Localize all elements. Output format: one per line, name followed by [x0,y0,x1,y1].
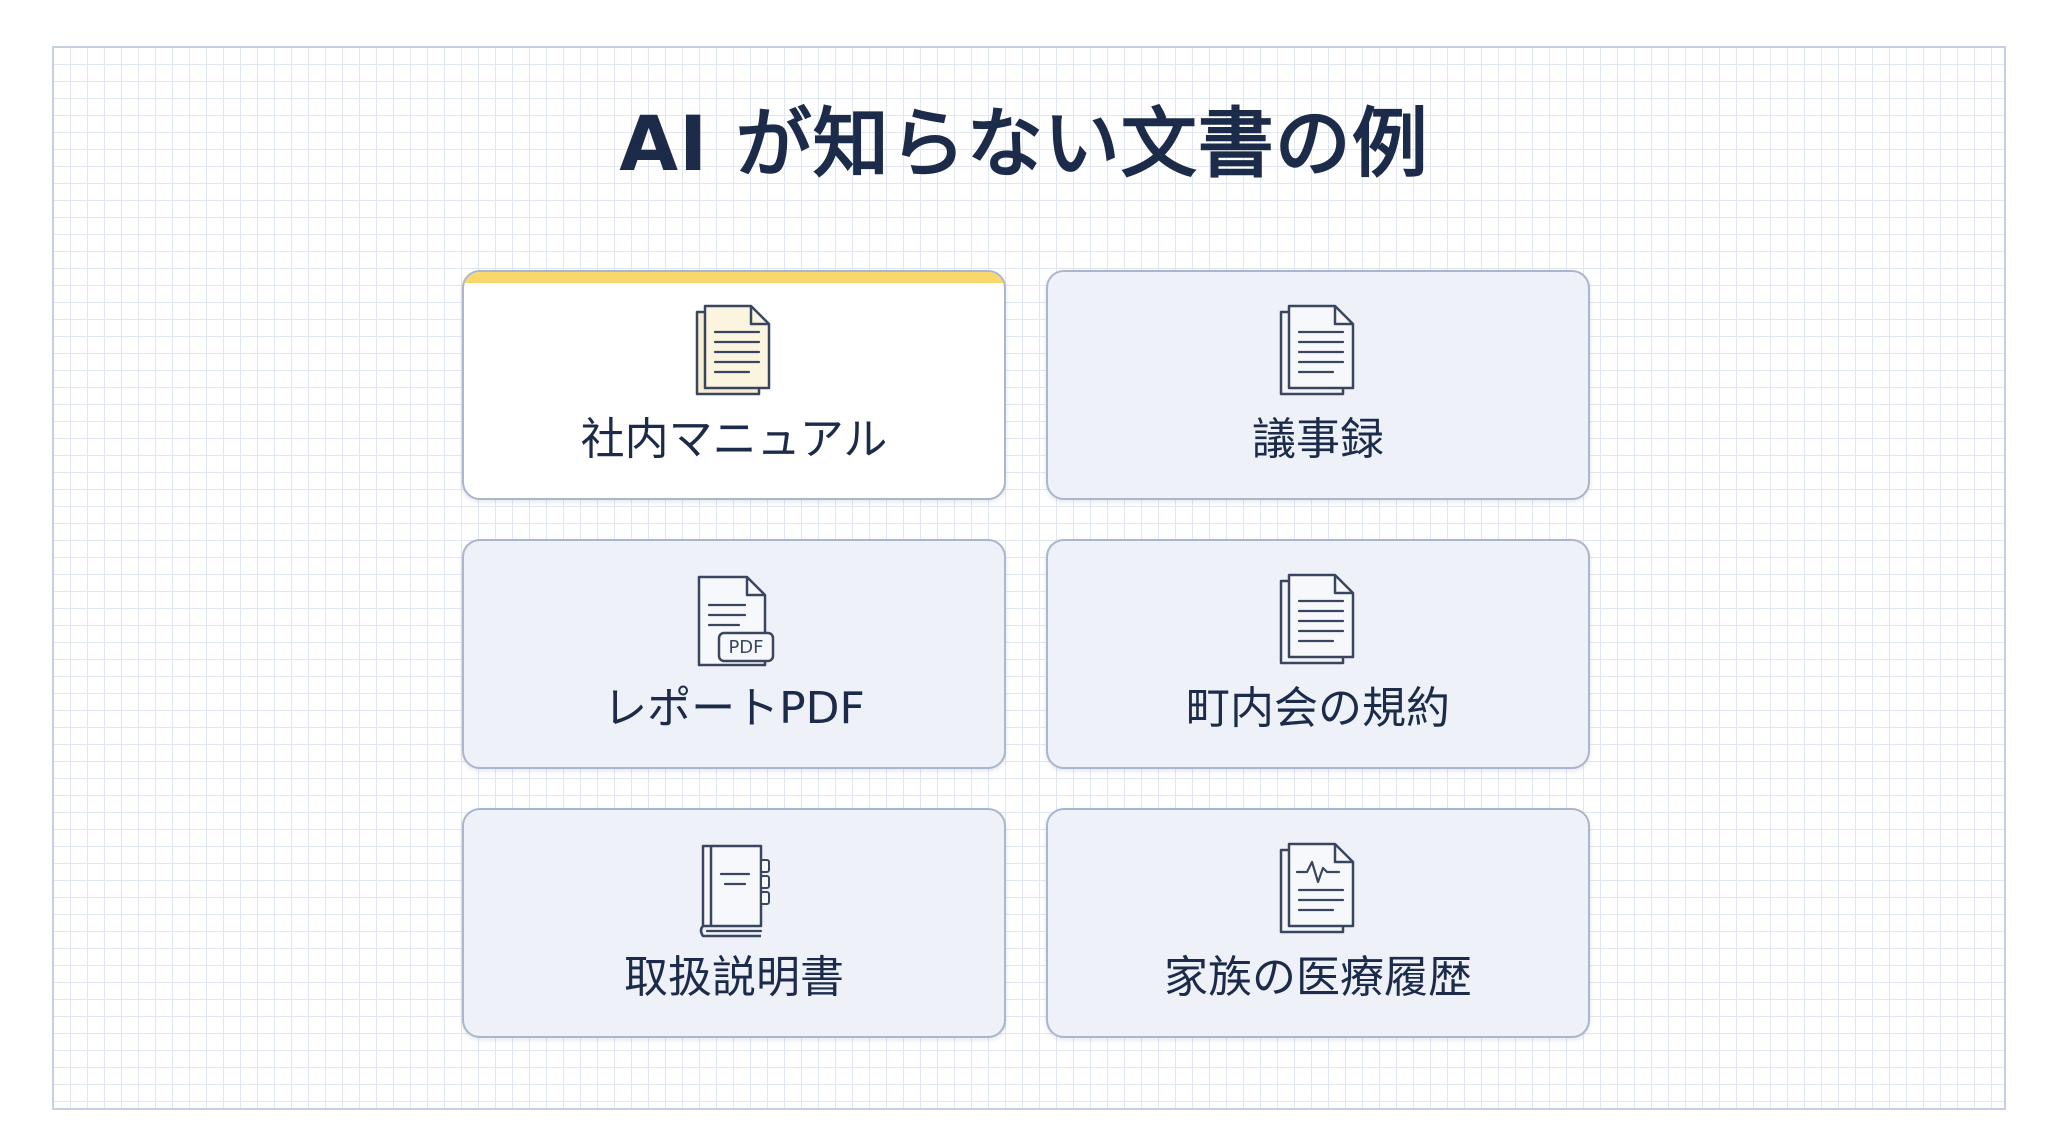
card-label: レポートPDF [603,683,865,734]
card-label: 家族の医療履歴 [1164,952,1472,1003]
card-label: 取扱説明書 [624,952,844,1003]
card-label: 議事録 [1252,414,1384,465]
stacked-document-icon [1273,573,1363,673]
card-label: 社内マニュアル [580,414,888,465]
manual-book-icon [689,842,779,942]
card-instruction-manual[interactable]: 取扱説明書 [462,808,1006,1038]
pdf-badge-text: PDF [728,637,763,658]
medical-record-icon [1273,842,1363,942]
card-family-medical-history[interactable]: 家族の医療履歴 [1046,808,1590,1038]
card-internal-manual[interactable]: 社内マニュアル [462,270,1006,500]
card-minutes[interactable]: 議事録 [1046,270,1590,500]
pdf-document-icon: PDF [689,573,779,673]
stacked-document-icon [689,304,779,404]
grid-background [52,46,2006,1110]
page-title: AI が知らない文書の例 [619,99,1429,188]
stacked-document-icon [1273,304,1363,404]
card-report-pdf[interactable]: PDF レポートPDF [462,539,1006,769]
card-label: 町内会の規約 [1186,683,1450,734]
card-neighborhood-rules[interactable]: 町内会の規約 [1046,539,1590,769]
